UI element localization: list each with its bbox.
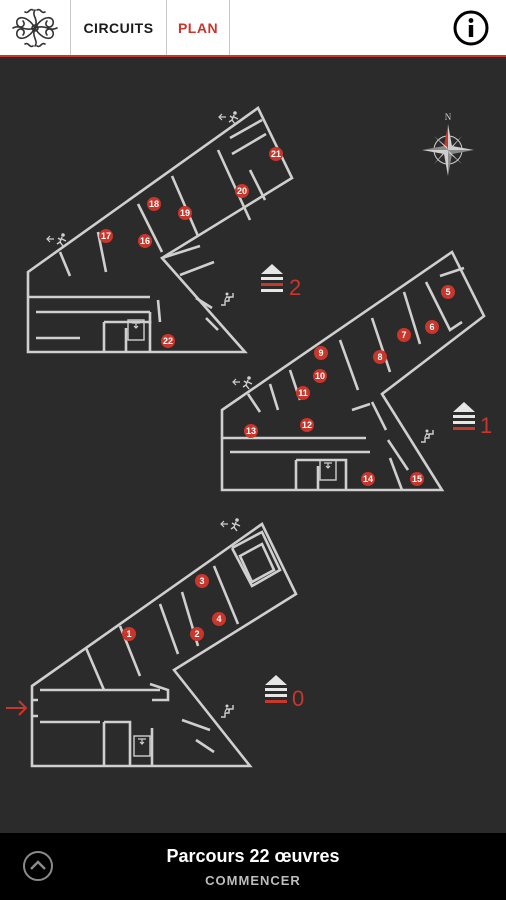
floor-2-plan xyxy=(26,106,294,354)
artwork-marker-number: 20 xyxy=(237,186,247,196)
artwork-marker-number: 18 xyxy=(149,199,159,209)
header-spacer xyxy=(230,0,436,55)
artwork-marker[interactable] xyxy=(373,350,387,364)
emergency-exit-icon xyxy=(232,375,253,390)
tab-circuits-label: CIRCUITS xyxy=(83,19,154,36)
artwork-marker[interactable] xyxy=(296,386,310,400)
artwork-marker[interactable] xyxy=(147,197,161,211)
artwork-marker-number: 3 xyxy=(199,576,204,586)
info-button[interactable] xyxy=(436,0,506,55)
artwork-marker[interactable] xyxy=(235,184,249,198)
artwork-marker-number: 21 xyxy=(271,149,281,159)
floor-1-pois: 5 6 7 8 9 10 11 12 13 14 15 xyxy=(244,285,455,486)
elevator-icon xyxy=(319,459,337,481)
floor-plan-canvas: 21 20 18 19 17 16 22 xyxy=(6,106,492,768)
artwork-marker[interactable] xyxy=(313,369,327,383)
emergency-exit-icon xyxy=(220,517,241,532)
floor-label-1: 1 xyxy=(480,413,492,438)
artwork-marker-number: 11 xyxy=(298,388,308,398)
emergency-exit-icon xyxy=(46,232,67,247)
app-header: CIRCUITS PLAN xyxy=(0,0,506,57)
stairs-icon xyxy=(220,703,234,718)
emergency-exit-icon xyxy=(218,110,239,125)
compass-north-label: N xyxy=(445,112,452,122)
floor-0-symbols xyxy=(6,517,241,757)
artwork-marker-number: 8 xyxy=(377,352,382,362)
artwork-marker[interactable] xyxy=(361,472,375,486)
floor-selector-1[interactable]: 1 xyxy=(453,402,492,438)
floor-plan-map[interactable]: 21 20 18 19 17 16 22 xyxy=(0,59,506,833)
floor-selector-2[interactable]: 2 xyxy=(261,264,301,300)
tab-plan-label: PLAN xyxy=(177,19,219,36)
artwork-marker[interactable] xyxy=(425,320,439,334)
floor-stack-icon xyxy=(453,402,475,430)
artwork-marker-number: 1 xyxy=(126,629,131,639)
artwork-marker-number: 6 xyxy=(429,322,434,332)
tab-plan[interactable]: PLAN xyxy=(167,0,230,55)
artwork-marker[interactable] xyxy=(122,627,136,641)
ornament-logo-icon xyxy=(12,8,58,47)
start-tour-button[interactable]: COMMENCER xyxy=(205,872,301,888)
stairs-icon xyxy=(420,428,434,443)
tab-circuits[interactable]: CIRCUITS xyxy=(71,0,167,55)
entrance-arrow-icon xyxy=(6,700,28,716)
artwork-marker-number: 2 xyxy=(194,629,199,639)
artwork-marker-number: 4 xyxy=(216,614,221,624)
artwork-marker-number: 9 xyxy=(318,348,323,358)
artwork-marker[interactable] xyxy=(195,574,209,588)
artwork-marker-number: 15 xyxy=(412,474,422,484)
logo[interactable] xyxy=(0,0,71,55)
artwork-marker-number: 13 xyxy=(246,426,256,436)
elevator-icon xyxy=(133,735,151,757)
artwork-marker-number: 10 xyxy=(315,371,325,381)
floor-selector-0[interactable]: 0 xyxy=(265,675,304,711)
artwork-marker-number: 22 xyxy=(163,336,173,346)
floor-stack-icon xyxy=(261,264,283,292)
floor-0-plan xyxy=(30,522,298,768)
tour-footer: Parcours 22 œuvres COMMENCER xyxy=(0,833,506,900)
artwork-marker[interactable] xyxy=(269,147,283,161)
artwork-marker[interactable] xyxy=(410,472,424,486)
floor-label-2: 2 xyxy=(289,275,301,300)
artwork-marker[interactable] xyxy=(138,234,152,248)
artwork-marker[interactable] xyxy=(397,328,411,342)
floor-2-pois: 21 20 18 19 17 16 22 xyxy=(99,147,283,348)
artwork-marker[interactable] xyxy=(99,229,113,243)
artwork-marker[interactable] xyxy=(300,418,314,432)
artwork-marker-number: 17 xyxy=(101,231,111,241)
tour-title: Parcours 22 œuvres xyxy=(166,845,340,866)
artwork-marker[interactable] xyxy=(190,627,204,641)
floor-stack-icon xyxy=(265,675,287,703)
floor-1-plan xyxy=(220,250,486,492)
artwork-marker[interactable] xyxy=(314,346,328,360)
artwork-marker-number: 5 xyxy=(445,287,450,297)
compass-rose-icon: N xyxy=(422,112,474,176)
artwork-marker[interactable] xyxy=(441,285,455,299)
stairs-icon xyxy=(220,291,234,306)
chevron-up-icon[interactable] xyxy=(22,850,54,882)
artwork-marker[interactable] xyxy=(161,334,175,348)
artwork-marker-number: 19 xyxy=(180,208,190,218)
artwork-marker[interactable] xyxy=(212,612,226,626)
artwork-marker-number: 12 xyxy=(302,420,312,430)
artwork-marker-number: 16 xyxy=(140,236,150,246)
artwork-marker-number: 7 xyxy=(401,330,406,340)
artwork-marker[interactable] xyxy=(178,206,192,220)
floor-0-pois: 3 4 2 1 xyxy=(122,574,226,641)
artwork-marker-number: 14 xyxy=(363,474,373,484)
artwork-marker[interactable] xyxy=(244,424,258,438)
info-icon xyxy=(453,10,489,45)
floor-label-0: 0 xyxy=(292,686,304,711)
